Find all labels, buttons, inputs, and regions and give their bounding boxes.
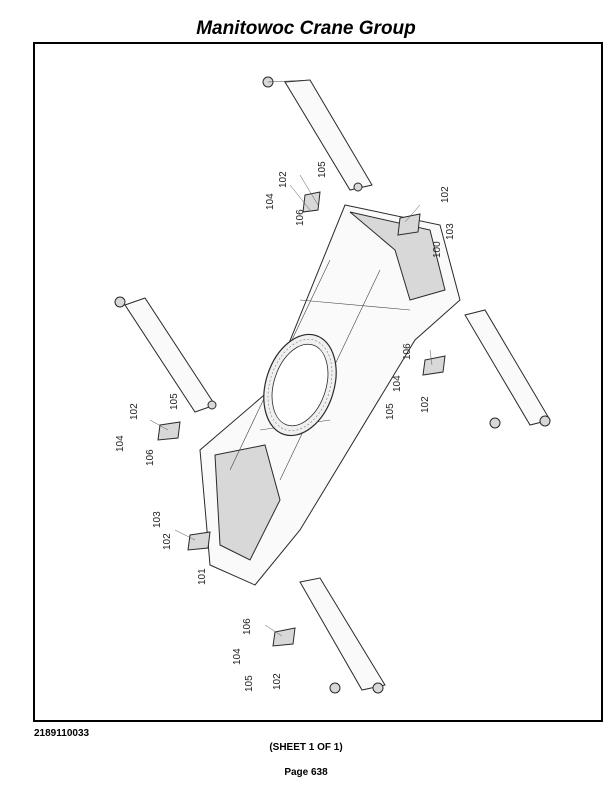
callouts-left-mid: 105 102 104 106 [115,393,180,466]
document-number: 2189110033 [34,728,90,739]
callout-104: 104 [265,193,276,210]
callout-102: 102 [162,533,173,550]
callouts-left-bottom: 103 102 101 [152,511,208,585]
callout-105: 105 [244,675,255,692]
callout-106: 106 [295,209,306,226]
callout-103: 103 [152,511,163,528]
callout-103: 103 [445,223,456,240]
callouts-top-right: 102 103 100 [432,186,456,258]
callout-104: 104 [392,375,403,392]
outrigger-beam-left [114,296,217,413]
callout-105: 105 [169,393,180,410]
callout-105: 105 [385,403,396,420]
callout-101: 101 [197,568,208,585]
callouts-bottom: 106 104 105 102 [232,618,283,692]
callout-105: 105 [317,161,328,178]
page-number: Page 638 [284,767,328,778]
callout-104: 104 [232,648,243,665]
callout-100: 100 [432,241,443,258]
callout-106: 106 [402,343,413,360]
callout-102: 102 [272,673,283,690]
callouts-top-left: 105 102 104 106 [265,161,328,226]
callout-106: 106 [242,618,253,635]
page-title: Manitowoc Crane Group [196,18,416,39]
outrigger-beam-bottom [299,577,386,694]
callout-102: 102 [129,403,140,420]
turntable-ring [263,333,337,437]
outrigger-beam-right [464,309,551,429]
callout-leaders [149,174,433,637]
callouts-right-mid: 106 104 105 102 [385,343,431,420]
callout-102: 102 [278,171,289,188]
drawing-frame [33,42,603,722]
callout-104: 104 [115,435,126,452]
sheet-label: (SHEET 1 OF 1) [269,742,343,753]
wear-pad-group [157,191,446,647]
outrigger-beam-top [262,76,373,192]
callout-102: 102 [440,186,451,203]
callout-102: 102 [420,396,431,413]
callout-106: 106 [145,449,156,466]
